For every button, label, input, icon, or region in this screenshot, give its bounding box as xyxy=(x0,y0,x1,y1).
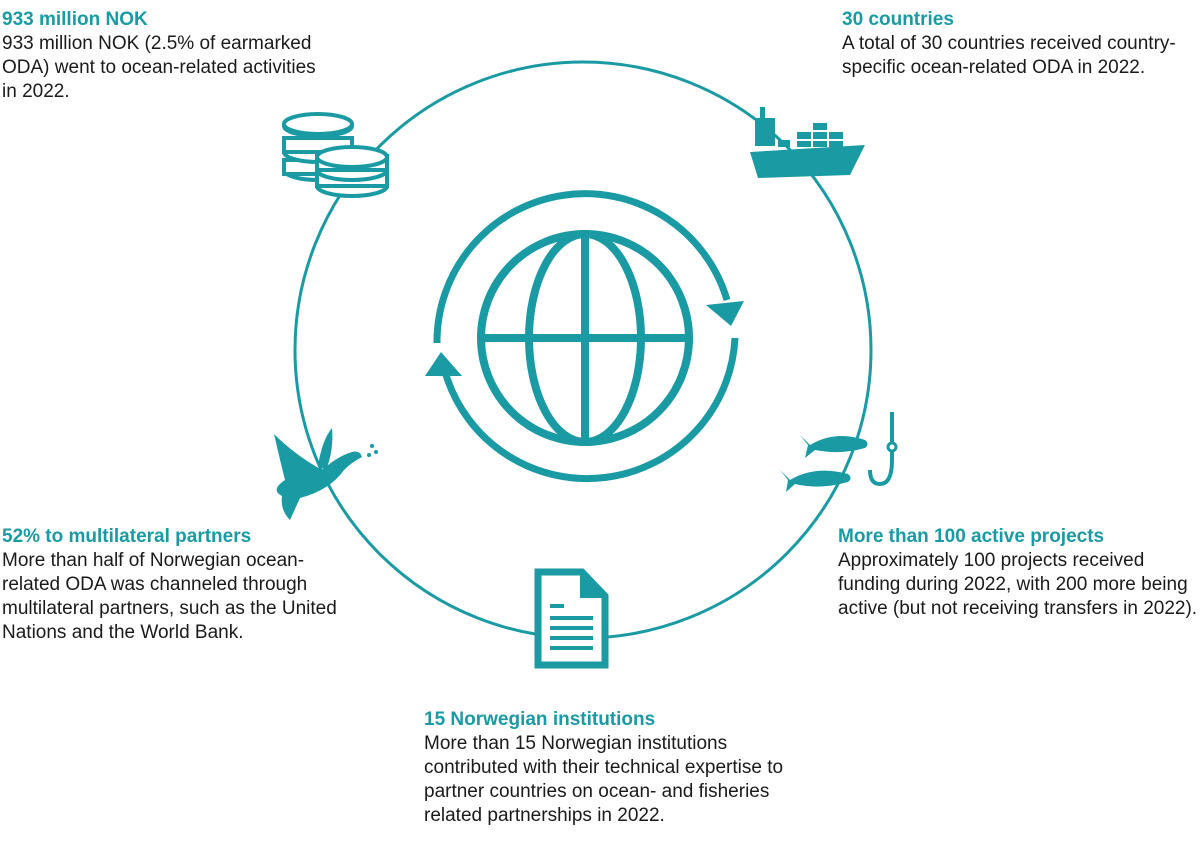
stat-body: Approximately 100 projects received fund… xyxy=(838,550,1198,619)
stat-title: 933 million NOK xyxy=(2,9,148,30)
stat-projects: More than 100 active projects Approximat… xyxy=(838,525,1198,621)
stat-body: More than half of Norwegian ocean-relate… xyxy=(2,550,337,643)
dove-icon xyxy=(274,428,378,520)
cargo-ship-icon xyxy=(750,107,865,178)
fish-hook-icon xyxy=(780,412,898,492)
stat-body: A total of 30 countries received country… xyxy=(842,33,1176,78)
document-icon xyxy=(534,568,609,669)
stat-title: 15 Norwegian institutions xyxy=(424,709,656,730)
stat-institutions: 15 Norwegian institutions More than 15 N… xyxy=(424,708,804,828)
arrow-head-left-icon xyxy=(425,352,462,376)
stat-multilateral: 52% to multilateral partners More than h… xyxy=(2,525,352,645)
arrow-head-right-icon xyxy=(706,301,744,326)
coins-icon xyxy=(282,112,389,198)
cycle-arrows-icon xyxy=(433,190,739,483)
stat-countries: 30 countries A total of 30 countries rec… xyxy=(842,8,1200,80)
stat-body: More than 15 Norwegian institutions cont… xyxy=(424,733,784,826)
stat-title: More than 100 active projects xyxy=(838,526,1105,547)
stat-body: 933 million NOK (2.5% of earmarked ODA) … xyxy=(2,33,316,102)
stat-title: 52% to multilateral partners xyxy=(2,526,252,547)
stat-funding: 933 million NOK 933 million NOK (2.5% of… xyxy=(2,8,332,104)
stat-title: 30 countries xyxy=(842,9,954,30)
globe-icon xyxy=(477,230,693,446)
